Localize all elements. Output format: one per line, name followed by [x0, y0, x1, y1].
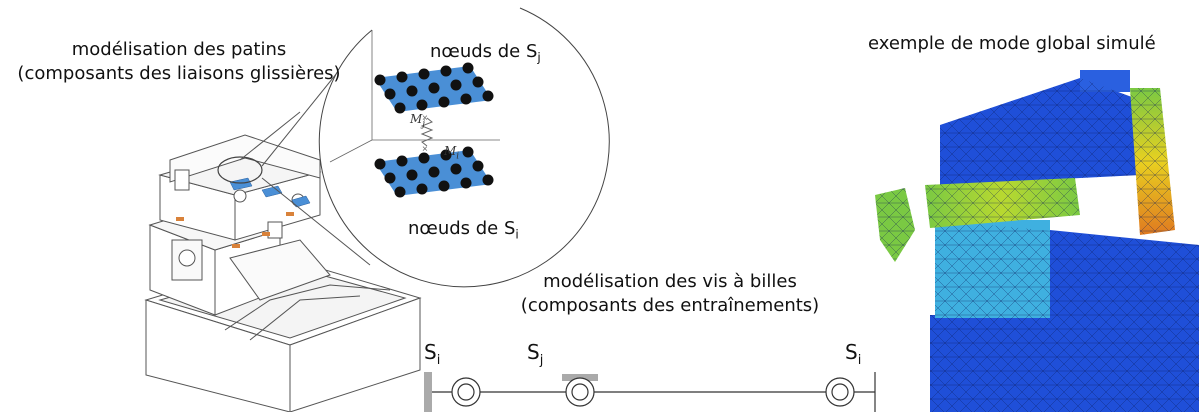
si-node — [428, 166, 440, 178]
sj-node — [482, 90, 494, 102]
sj-node — [450, 79, 462, 91]
si-node — [418, 152, 430, 164]
mj-label: Mj — [410, 112, 426, 130]
si-node — [394, 186, 406, 198]
sj-node — [460, 93, 472, 105]
si-node — [416, 183, 428, 195]
sj-node — [396, 71, 408, 83]
sj-node — [394, 102, 406, 114]
sj-node — [428, 82, 440, 94]
vis-title: modélisation des vis à billes — [543, 271, 797, 292]
sj-node — [418, 68, 430, 80]
noeuds-si-label: nœuds de Si — [408, 218, 519, 242]
sj-node — [406, 85, 418, 97]
vis-caption: modélisation des vis à billes (composant… — [500, 270, 840, 318]
ballscrew-si-right: Si — [845, 340, 862, 368]
sj-node — [384, 88, 396, 100]
svg-text:×: × — [422, 113, 428, 124]
patins-title: modélisation des patins — [71, 39, 287, 60]
si-node — [462, 146, 474, 158]
sj-node — [374, 74, 386, 86]
si-node — [438, 180, 450, 192]
mi-label: Mi — [444, 144, 460, 162]
sj-node — [438, 96, 450, 108]
si-node — [384, 172, 396, 184]
mode-global-caption: exemple de mode global simulé — [868, 33, 1156, 54]
si-node — [374, 158, 386, 170]
si-node — [440, 149, 452, 161]
si-node — [406, 169, 418, 181]
sj-node — [462, 62, 474, 74]
si-node — [460, 177, 472, 189]
si-node — [396, 155, 408, 167]
vis-subtitle: (composants des entraînements) — [520, 295, 820, 316]
si-node — [472, 160, 484, 172]
sj-node — [416, 99, 428, 111]
svg-text:×: × — [422, 144, 428, 155]
sj-node — [472, 76, 484, 88]
si-node — [482, 174, 494, 186]
patins-caption: modélisation des patins (composants des … — [4, 38, 354, 86]
noeuds-sj-label: nœuds de Sj — [430, 41, 541, 65]
ballscrew-si-left: Si — [424, 340, 441, 368]
ballscrew-sj-mid: Sj — [527, 340, 544, 368]
si-node — [450, 163, 462, 175]
sj-node — [440, 65, 452, 77]
patins-subtitle: (composants des liaisons glissières) — [17, 63, 341, 84]
